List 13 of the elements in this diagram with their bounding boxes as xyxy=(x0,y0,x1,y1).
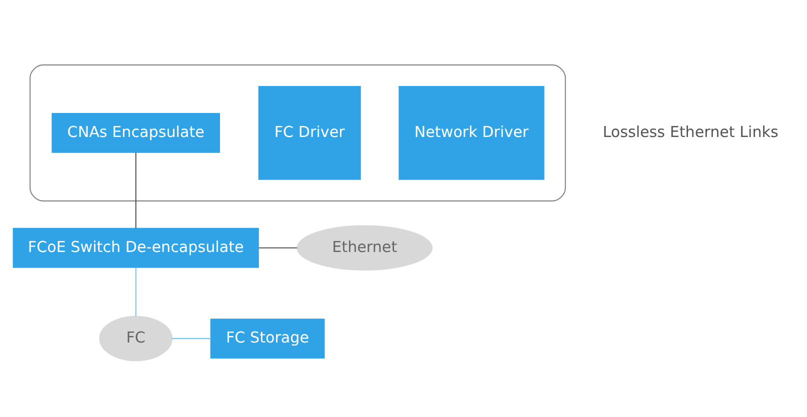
node-box: CNAs Encapsulate xyxy=(52,112,220,153)
node-box: FCoE Switch De-encapsulate xyxy=(12,228,259,268)
cluster xyxy=(30,64,566,202)
node-ellipse: Ethernet xyxy=(296,225,433,271)
node-ellipse: FC xyxy=(99,316,172,362)
connector xyxy=(135,268,136,316)
node-box: Network Driver xyxy=(398,86,544,180)
label: Lossless Ethernet Links xyxy=(602,122,778,141)
node-box: FC Storage xyxy=(210,318,325,359)
connector xyxy=(172,338,211,340)
node-box: FC Driver xyxy=(258,86,361,180)
connector xyxy=(135,152,136,228)
connector xyxy=(258,247,298,248)
